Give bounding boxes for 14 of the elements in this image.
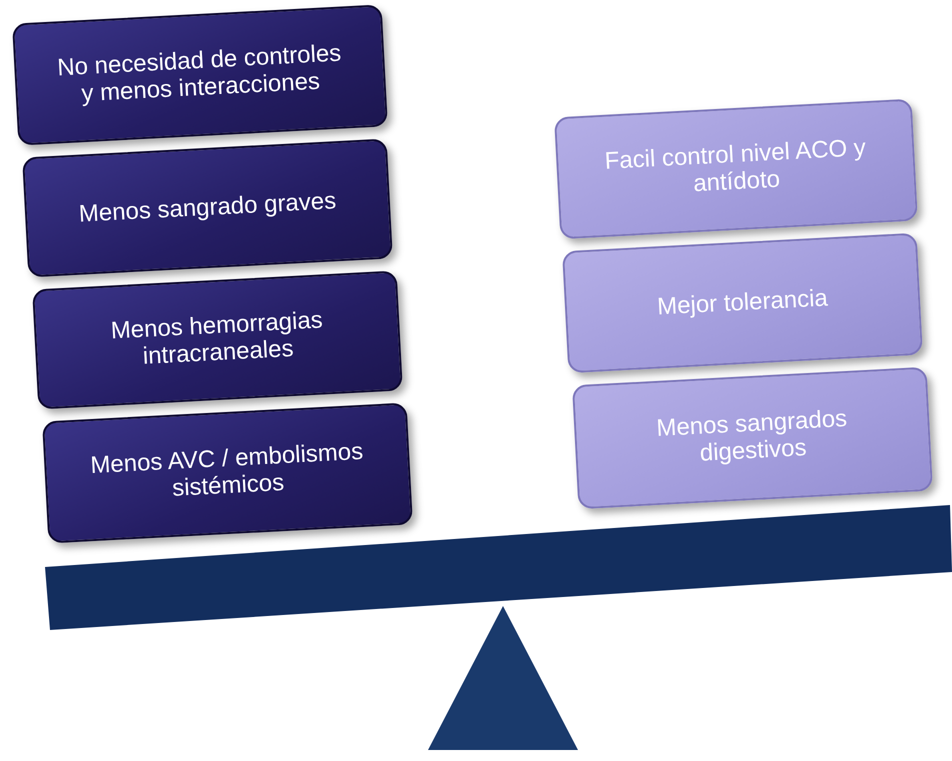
benefit-box (12, 4, 388, 146)
benefit-text: Menos sangrados digestivos (654, 404, 849, 469)
benefit-box (42, 402, 413, 544)
benefit-text: Mejor tolerancia (656, 285, 828, 321)
benefit-box (572, 366, 933, 510)
benefit-box (22, 138, 393, 278)
benefit-box (554, 98, 918, 240)
benefit-text: Menos sangrado graves (78, 188, 337, 228)
benefit-box (562, 232, 923, 374)
benefit-text: Menos hemorragias intracraneales (109, 306, 324, 372)
benefit-text: Facil control nivel ACO y antídoto (603, 135, 868, 200)
benefit-text: No necesidad de controles y menos interacciones (56, 40, 343, 110)
benefit-box (32, 270, 403, 410)
benefit-text: Menos AVC / embolismos sistémicos (88, 438, 365, 504)
